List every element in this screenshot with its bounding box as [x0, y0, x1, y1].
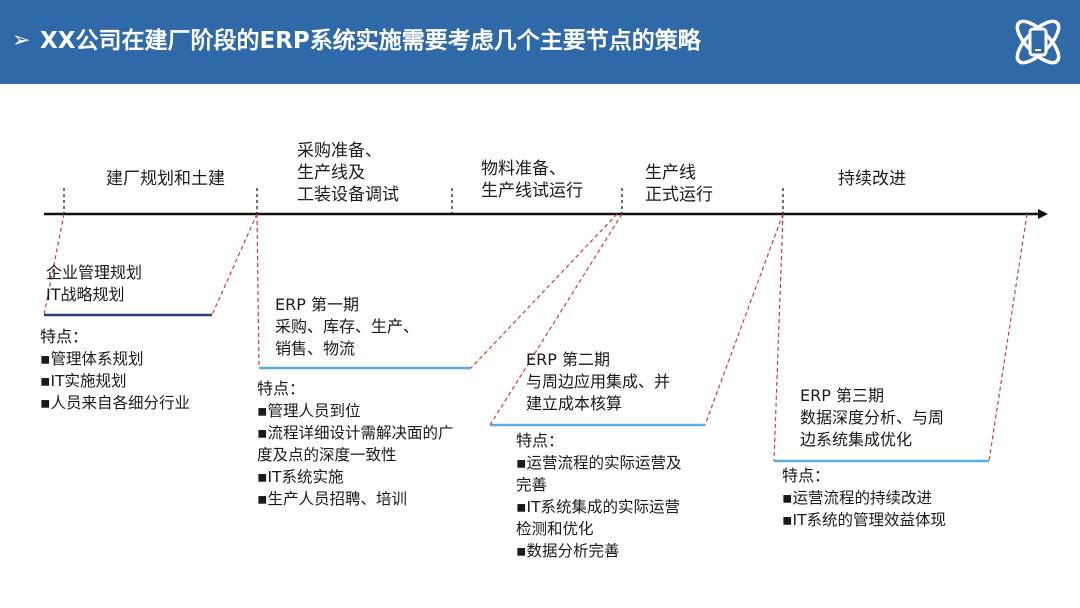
feature-item: ▪运营流程的实际运营及	[516, 454, 682, 472]
feature-item: 检测和优化	[516, 520, 594, 538]
stage-box-text: ERP 第一期 采购、库存、生产、 销售、物流	[275, 295, 420, 358]
box-1-frame	[43, 213, 258, 317]
stage-box-text: 企业管理规划 IT战略规划	[46, 263, 143, 304]
feature-item: ▪运营流程的持续改进	[782, 489, 933, 507]
box-4-frame	[773, 213, 1028, 463]
atom-phone-icon	[1015, 19, 1061, 65]
stage-box-text: ERP 第二期 与周边应用集成、并 建立成本核算	[526, 350, 671, 413]
axis-arrowhead	[1038, 209, 1048, 219]
feature-title: 特点：	[40, 327, 89, 346]
chevron-right-icon: ➢	[12, 28, 31, 53]
feature-title: 特点：	[782, 466, 831, 485]
box-3-frame	[489, 213, 784, 427]
box-2-frame	[256, 213, 618, 370]
feature-item: ▪IT系统实施	[257, 468, 344, 486]
feature-item: ▪管理体系规划	[40, 350, 144, 368]
feature-title: 特点：	[257, 379, 306, 398]
feature-title: 特点：	[516, 431, 565, 450]
phase-label: 物料准备、 生产线试运行	[481, 159, 583, 201]
feature-list: 特点： ▪运营流程的实际运营及 完善 ▪IT系统集成的实际运营 检测和优化 ▪数…	[516, 430, 682, 562]
feature-list: 特点： ▪运营流程的持续改进 ▪IT系统的管理效益体现	[782, 465, 946, 531]
feature-list: 特点： ▪管理人员到位 ▪流程详细设计需解决面的广 度及点的深度一致性 ▪IT系…	[257, 378, 454, 510]
stage-box-text: ERP 第三期 数据深度分析、与周 边系统集成优化	[800, 386, 945, 449]
feature-item: ▪生产人员招聘、培训	[257, 490, 408, 508]
feature-item: 度及点的深度一致性	[257, 446, 397, 464]
header-bar: ➢ XX公司在建厂阶段的ERP系统实施需要考虑几个主要节点的策略	[0, 0, 1080, 84]
phase-label: 建厂规划和土建	[106, 169, 225, 189]
feature-item: ▪IT实施规划	[40, 372, 127, 390]
feature-item: ▪人员来自各细分行业	[40, 394, 191, 412]
feature-item: ▪IT系统集成的实际运营	[516, 498, 681, 516]
feature-item: ▪管理人员到位	[257, 402, 361, 420]
feature-item: ▪数据分析完善	[516, 542, 620, 560]
feature-item: ▪IT系统的管理效益体现	[782, 511, 947, 529]
feature-item: 完善	[516, 476, 548, 494]
phase-label: 生产线 正式运行	[645, 163, 713, 205]
feature-item: ▪流程详细设计需解决面的广	[257, 424, 454, 442]
page-title: XX公司在建厂阶段的ERP系统实施需要考虑几个主要节点的策略	[40, 28, 701, 54]
phase-label: 持续改进	[838, 169, 906, 189]
feature-list: 特点： ▪管理体系规划 ▪IT实施规划 ▪人员来自各细分行业	[40, 326, 190, 414]
phase-label: 采购准备、 生产线及 工装设备调试	[297, 141, 399, 205]
